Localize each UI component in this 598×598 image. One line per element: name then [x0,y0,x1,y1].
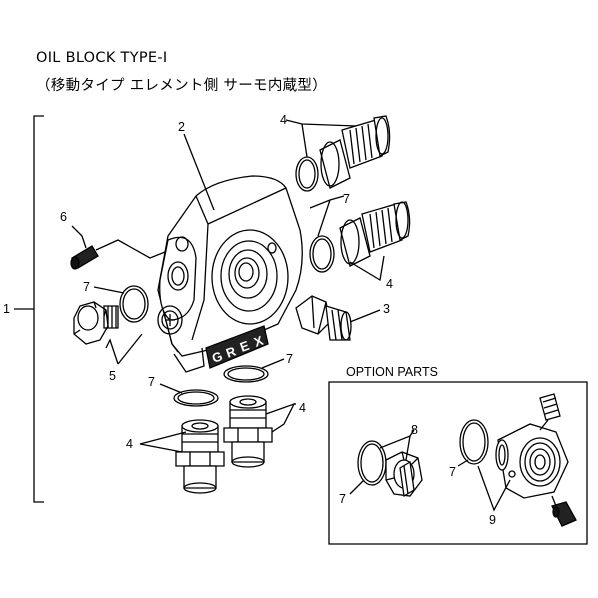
opt-sensor-block: 9 [478,394,576,527]
callout-4-right: 4 [386,277,393,291]
callout-3: 3 [383,302,390,316]
callout-4-bottom-left: 4 [126,437,133,451]
opt-adapter: 8 [380,423,422,496]
diagram-title: OIL BLOCK TYPE-I [36,50,168,66]
callout-1: 1 [3,302,10,316]
assembly-bracket: 1 [3,116,44,502]
oil-block-body [158,176,302,372]
callout-7-opt-left: 7 [339,492,346,506]
fitting-top: 4 [280,113,390,191]
diagram-subtitle: （移動タイプ エレメント側 サーモ内蔵型） [36,78,328,94]
callout-7-bottom-left: 7 [148,375,155,389]
fitting-right: 7 4 [310,192,410,291]
oring-center: 7 [224,352,293,382]
callout-2: 2 [178,120,185,134]
fitting-bottom-left: 4 [126,420,224,493]
callout-9: 9 [489,513,496,527]
callout-8: 8 [411,423,418,437]
oring-opt-right: 7 [449,420,488,479]
option-parts-title: OPTION PARTS [346,365,438,379]
callout-6: 6 [60,210,67,224]
callout-5: 5 [109,369,116,383]
grex-badge: G R E X [206,326,268,368]
oring-bottom-left: 7 [148,375,218,406]
callout-7-center: 7 [286,352,293,366]
callout-7-opt-right: 7 [449,465,456,479]
callout-7-top: 7 [343,192,350,206]
oring-left: 7 [83,280,148,322]
fitting-bottom-right: 4 [224,396,306,467]
brand-letter-g: G [210,348,225,366]
oring-opt-left: 7 [339,441,386,506]
option-parts-box: OPTION PARTS 7 8 7 [329,365,587,544]
callout-4-bottom-right: 4 [299,401,306,415]
callout-2-leader: 2 [178,120,214,210]
bolt-large: 5 [74,302,142,383]
plug: 3 [296,296,390,340]
callout-4-top: 4 [280,113,287,127]
callout-7-left: 7 [83,280,90,294]
set-screw: 6 [60,210,165,269]
